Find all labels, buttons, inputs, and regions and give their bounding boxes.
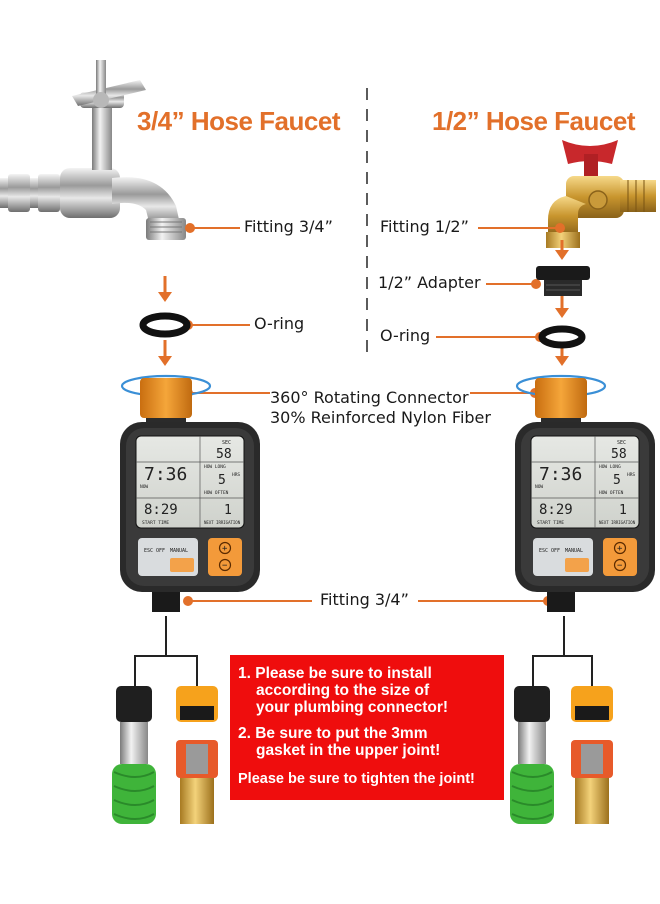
warning-line-6: Please be sure to tighten the joint! [238, 771, 475, 787]
hose-fittings-left [112, 686, 218, 824]
esc-off-button-label: ESC OFF [144, 548, 165, 554]
plus-button-label: + [222, 544, 228, 554]
warning-line-1: 1. Please be sure to install [238, 665, 432, 682]
lcd-how-long: HOW LONG [599, 464, 621, 470]
hose-connector-lines [134, 616, 593, 686]
plus-button-icon[interactable] [613, 541, 627, 555]
plus-button-label: + [617, 544, 623, 554]
warning-line-2: according to the size of [256, 682, 430, 699]
lcd-hrs-label: HRS [627, 472, 635, 478]
connector-label-line1: 360° Rotating Connector [270, 388, 469, 407]
minus-button-icon[interactable] [613, 558, 627, 572]
lcd-screen [135, 435, 245, 529]
left-faucet-title: 3/4” Hose Faucet [137, 106, 340, 136]
minus-button-label: − [222, 561, 228, 571]
orange-function-button[interactable] [170, 558, 194, 572]
lcd-hrs-value: 5 [218, 473, 226, 488]
assembly-arrows [158, 240, 569, 366]
lcd-next-label: NEXT IRRIGATION [204, 520, 241, 525]
lcd-start-value: 8:29 [144, 502, 178, 518]
lcd-now-label: NOW [535, 484, 543, 490]
fitting-34-top-label: Fitting 3/4” [244, 217, 333, 236]
o-ring-right [538, 325, 586, 349]
warning-line-3: your plumbing connector! [256, 699, 449, 716]
faucet-12-illustration [546, 140, 656, 248]
lcd-next-value: 1 [224, 503, 232, 518]
lcd-time-value: 7:36 [539, 464, 582, 485]
manual-button-label: MANUAL [565, 548, 583, 554]
timer-outlet-fitting [152, 592, 180, 612]
lcd-next-value: 1 [619, 503, 627, 518]
fitting-34-bottom-label: Fitting 3/4” [320, 590, 409, 609]
lcd-sec-label: SEC [617, 440, 626, 446]
lcd-next-label: NEXT IRRIGATION [599, 520, 636, 525]
lcd-sec-value: 58 [611, 447, 627, 462]
plus-minus-button-pad[interactable] [208, 538, 242, 576]
lcd-hrs-value: 5 [613, 473, 621, 488]
warning-box: 1. Please be sure to install according t… [230, 655, 504, 800]
plus-minus-button-pad[interactable] [603, 538, 637, 576]
adapter-label: 1/2” Adapter [378, 273, 481, 292]
lcd-sec-label: SEC [222, 440, 231, 446]
lcd-start-value: 8:29 [539, 502, 573, 518]
o-ring-left-label: O-ring [254, 314, 305, 333]
o-ring-left [139, 312, 191, 338]
half-inch-adapter [536, 266, 590, 296]
lcd-time-value: 7:36 [144, 464, 187, 485]
manual-button-label: MANUAL [170, 548, 188, 554]
lcd-now-label: NOW [140, 484, 148, 490]
warning-line-5: gasket in the upper joint! [256, 742, 441, 759]
leader-lines [188, 227, 560, 602]
plus-button-icon[interactable] [218, 541, 232, 555]
warning-line-4: 2. Be sure to put the 3mm [238, 725, 428, 742]
lcd-hrs-label: HRS [232, 472, 240, 478]
lcd-start-label: START TIME [537, 520, 564, 526]
hose-fittings-right [510, 686, 613, 824]
lcd-start-label: START TIME [142, 520, 169, 526]
rotating-connector-cap [140, 378, 192, 418]
minus-button-icon[interactable] [218, 558, 232, 572]
minus-button-label: − [617, 561, 623, 571]
faucet-34-illustration [0, 60, 186, 240]
lcd-how-often: HOW OFTEN [599, 490, 624, 496]
lcd-how-often: HOW OFTEN [204, 490, 229, 496]
orange-function-button[interactable] [565, 558, 589, 572]
esc-off-button-label: ESC OFF [539, 548, 560, 554]
fitting-12-top-label: Fitting 1/2” [380, 217, 469, 236]
o-ring-right-label: O-ring [380, 326, 431, 345]
timer-outlet-fitting [547, 592, 575, 612]
connector-label-line2: 30% Reinforced Nylon Fiber [270, 408, 491, 427]
rotating-connector-cap [535, 378, 587, 418]
lcd-how-long: HOW LONG [204, 464, 226, 470]
right-faucet-title: 1/2” Hose Faucet [432, 106, 635, 136]
lcd-screen [530, 435, 640, 529]
lcd-sec-value: 58 [216, 447, 232, 462]
